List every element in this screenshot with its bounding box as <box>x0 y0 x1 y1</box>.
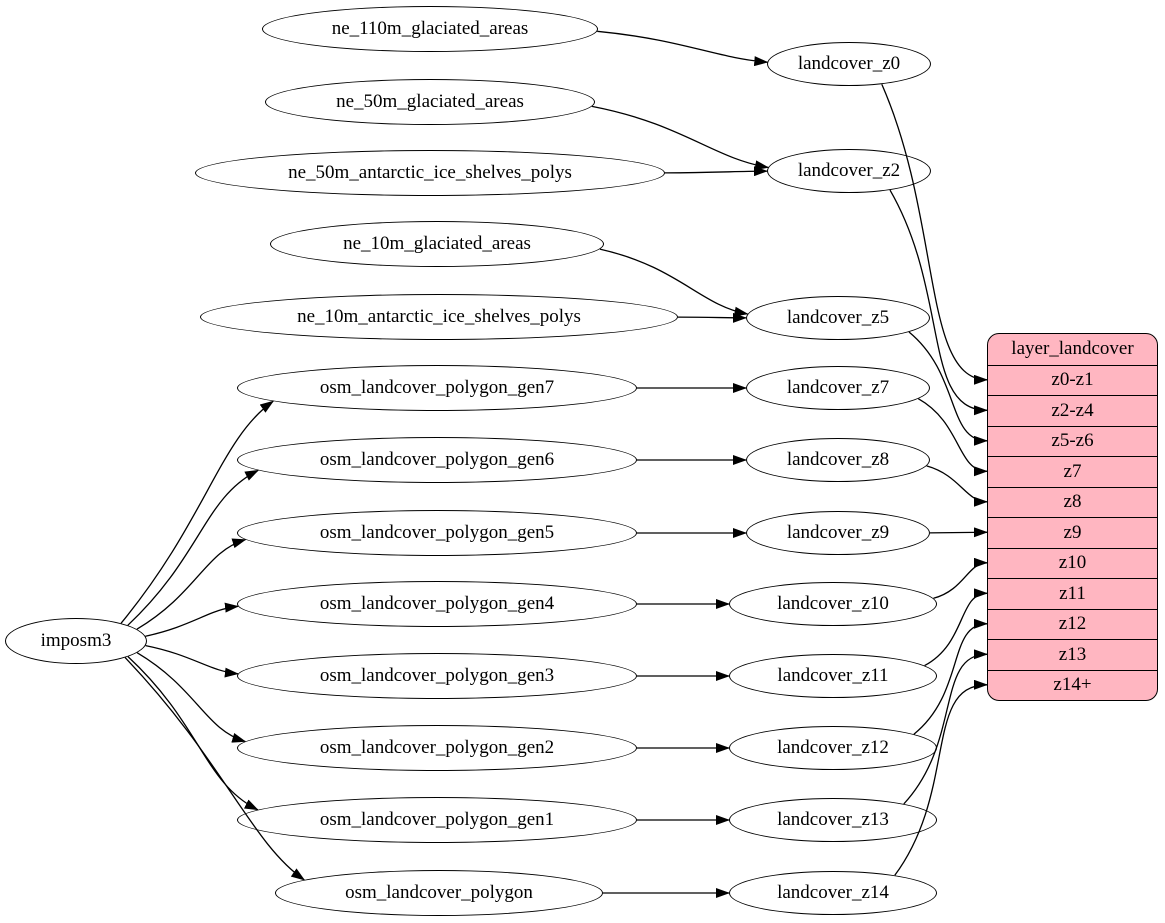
edge-landcover_z14-to-z14+ <box>894 679 988 876</box>
edge-imposm3-to-osm_landcover_polygon_gen4 <box>145 602 239 637</box>
record-row-z7: z7 <box>988 456 1157 487</box>
edge-ne_110m_glaciated_areas-to-landcover_z0 <box>597 30 769 67</box>
edge-landcover_z9-to-z9 <box>929 527 988 538</box>
node-landcover-z10: landcover_z10 <box>729 582 937 626</box>
record-row-z13: z13 <box>988 639 1157 670</box>
edge-ne_10m_antarctic_ice_shelves_polys-to-landcover_z5 <box>677 312 747 323</box>
node-landcover-z5: landcover_z5 <box>746 296 930 340</box>
node-landcover-z14: landcover_z14 <box>729 871 937 915</box>
record-row-z14plus: z14+ <box>988 669 1157 701</box>
record-row-z11: z11 <box>988 578 1157 609</box>
node-ne-50m-antarctic-ice-shelves-polys: ne_50m_antarctic_ice_shelves_polys <box>195 150 665 196</box>
node-osm-landcover-polygon-gen4: osm_landcover_polygon_gen4 <box>237 581 637 627</box>
node-ne-110m-glaciated-areas: ne_110m_glaciated_areas <box>262 6 598 52</box>
record-layer-landcover: layer_landcover z0-z1 z2-z4 z5-z6 z7 z8 … <box>987 333 1158 701</box>
edge-landcover_z10-to-z10 <box>933 557 988 599</box>
node-landcover-z13: landcover_z13 <box>729 798 937 842</box>
node-osm-landcover-polygon-gen3: osm_landcover_polygon_gen3 <box>237 653 637 699</box>
node-ne-10m-glaciated-areas: ne_10m_glaciated_areas <box>270 221 604 267</box>
record-row-z0-z1: z0-z1 <box>988 364 1157 396</box>
edge-imposm3-to-osm_landcover_polygon <box>124 657 306 881</box>
edge-landcover_z8-to-z8 <box>926 465 988 507</box>
record-row-z5-z6: z5-z6 <box>988 425 1157 457</box>
node-landcover-z8: landcover_z8 <box>746 438 930 482</box>
record-row-z10: z10 <box>988 547 1157 579</box>
record-row-z2-z4: z2-z4 <box>988 395 1157 426</box>
record-row-z8: z8 <box>988 486 1157 518</box>
node-osm-landcover-polygon: osm_landcover_polygon <box>275 870 603 916</box>
node-osm-landcover-polygon-gen6: osm_landcover_polygon_gen6 <box>237 437 637 483</box>
node-osm-landcover-polygon-gen5: osm_landcover_polygon_gen5 <box>237 510 637 556</box>
node-osm-landcover-polygon-gen1: osm_landcover_polygon_gen1 <box>237 797 637 843</box>
node-imposm3: imposm3 <box>5 618 147 664</box>
edge-landcover_z0-to-z0-z1 <box>881 83 988 385</box>
edge-ne_50m_antarctic_ice_shelves_polys-to-landcover_z2 <box>664 166 768 177</box>
node-landcover-z2: landcover_z2 <box>767 149 931 193</box>
node-landcover-z9: landcover_z9 <box>746 511 930 555</box>
node-landcover-z7: landcover_z7 <box>746 366 930 410</box>
record-title: layer_landcover <box>1011 338 1134 360</box>
record-row-z12: z12 <box>988 608 1157 640</box>
edge-imposm3-to-osm_landcover_polygon_gen5 <box>136 538 247 630</box>
edge-ne_50m_glaciated_areas-to-landcover_z2 <box>591 105 770 171</box>
record-row-z9: z9 <box>988 517 1157 548</box>
node-osm-landcover-polygon-gen7: osm_landcover_polygon_gen7 <box>237 365 637 411</box>
node-landcover-z0: landcover_z0 <box>767 42 931 86</box>
node-ne-50m-glaciated-areas: ne_50m_glaciated_areas <box>265 79 595 125</box>
node-landcover-z12: landcover_z12 <box>729 726 937 770</box>
edge-imposm3-to-osm_landcover_polygon_gen2 <box>136 652 247 743</box>
node-landcover-z11: landcover_z11 <box>729 654 937 698</box>
edge-imposm3-to-osm_landcover_polygon_gen7 <box>120 400 275 624</box>
node-ne-10m-antarctic-ice-shelves-polys: ne_10m_antarctic_ice_shelves_polys <box>200 294 678 340</box>
edge-imposm3-to-osm_landcover_polygon_gen3 <box>145 644 239 678</box>
node-osm-landcover-polygon-gen2: osm_landcover_polygon_gen2 <box>237 725 637 771</box>
edge-imposm3-to-osm_landcover_polygon_gen1 <box>127 656 259 811</box>
